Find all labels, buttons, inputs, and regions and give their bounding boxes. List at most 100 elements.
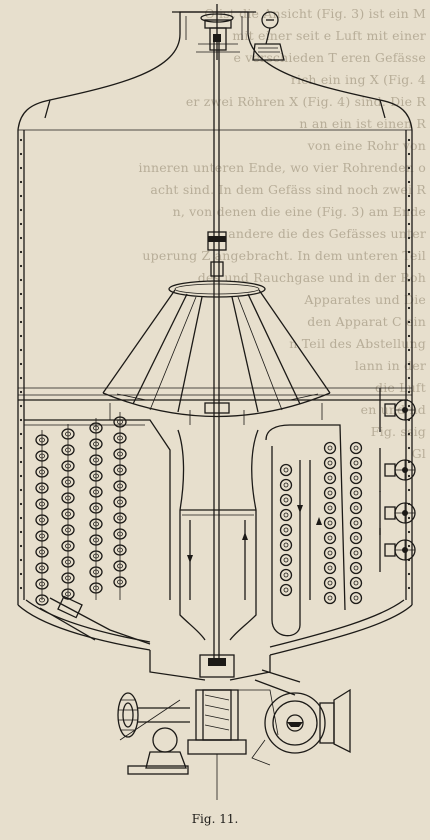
left-coil-bank: [24, 412, 171, 645]
bleed-text-line: uperung Z angebracht. In dem unteren Tei…: [142, 248, 426, 263]
bleed-text-line: Apparates und Die: [304, 292, 426, 307]
rivet: [19, 194, 23, 198]
coil-ring-inner: [39, 469, 45, 475]
coil-ring: [35, 594, 49, 606]
bleed-text-line: n Teil des Abstellung: [289, 336, 426, 351]
coil-ring-inner: [117, 563, 123, 569]
bleed-text-line: von eine Rohr von: [307, 138, 426, 153]
coil-ring-inner: [39, 437, 45, 443]
rivet: [407, 292, 411, 296]
coil-ring: [279, 463, 293, 477]
coil-ring-inner: [93, 505, 99, 511]
rivet: [407, 222, 411, 226]
rivet: [407, 572, 411, 576]
coil-ring: [113, 480, 127, 492]
coil-ring-inner: [65, 431, 71, 437]
coil-ring: [113, 528, 127, 540]
coil-ring-inner: [353, 595, 359, 601]
bleed-text-line: den Apparat C ein: [307, 314, 426, 329]
rivet: [19, 320, 23, 324]
coil-ring: [89, 454, 103, 466]
rivet: [19, 390, 23, 394]
rivet: [407, 166, 411, 170]
coil-ring-inner: [353, 445, 359, 451]
rivet: [407, 586, 411, 590]
rivet: [19, 362, 23, 366]
coil-ring: [89, 422, 103, 434]
coil-ring: [349, 501, 363, 515]
rivet: [19, 264, 23, 268]
rivet: [19, 292, 23, 296]
coil-ring-inner: [39, 597, 45, 603]
coil-ring-inner: [327, 505, 333, 511]
coil-ring: [35, 434, 49, 446]
coil-ring-inner: [93, 537, 99, 543]
rivet: [407, 530, 411, 534]
coil-ring-inner: [117, 467, 123, 473]
bleed-text-line: die Luft: [375, 380, 426, 395]
bleed-text-line: Gl: [411, 446, 426, 461]
coil-ring: [349, 471, 363, 485]
coil-ring-inner: [39, 485, 45, 491]
rivet: [19, 376, 23, 380]
bleed-text-line: n, von denen die eine (Fig. 3) am Ende: [172, 204, 426, 219]
bleed-text-line: des und Rauchgase und in der Roh: [197, 270, 426, 285]
bleed-text-line: O ist die Ansicht (Fig. 3) ist ein M: [204, 6, 426, 21]
rivet: [19, 460, 23, 464]
coil-ring-inner: [283, 572, 289, 578]
coil-ring: [279, 523, 293, 537]
coil-ring: [35, 530, 49, 542]
central-shaft: [207, 36, 227, 660]
rivet: [407, 544, 411, 548]
figure-caption: Fig. 11.: [191, 812, 239, 826]
coil-ring-inner: [65, 575, 71, 581]
rivet: [19, 530, 23, 534]
rivet: [407, 404, 411, 408]
coil-ring: [323, 501, 337, 515]
coil-ring-inner: [93, 489, 99, 495]
coil-ring: [35, 578, 49, 590]
coil-ring-inner: [65, 495, 71, 501]
coil-ring-inner: [93, 457, 99, 463]
rivet: [407, 152, 411, 156]
rivet: [407, 138, 411, 142]
valve-body: [384, 403, 396, 417]
coil-ring: [35, 466, 49, 478]
coil-ring-inner: [353, 580, 359, 586]
rivet: [19, 544, 23, 548]
coil-ring-inner: [117, 579, 123, 585]
coil-ring-inner: [353, 505, 359, 511]
coil-ring: [323, 531, 337, 545]
coil-ring-inner: [327, 580, 333, 586]
coil-ring: [279, 478, 293, 492]
coil-ring: [279, 568, 293, 582]
coil-ring: [61, 556, 75, 568]
coil-ring: [323, 561, 337, 575]
bleed-text-line: e verschieden T eren Gefässe: [233, 50, 426, 65]
coil-ring: [61, 444, 75, 456]
draft-tube: [177, 429, 259, 641]
coil-ring: [61, 476, 75, 488]
rivet: [19, 404, 23, 408]
coil-ring: [323, 591, 337, 605]
rivet: [19, 250, 23, 254]
rivet: [19, 572, 23, 576]
coil-ring: [349, 531, 363, 545]
coil-ring-inner: [65, 527, 71, 533]
coil-ring: [279, 583, 293, 597]
coil-ring: [35, 498, 49, 510]
coil-ring: [113, 496, 127, 508]
right-coil-bank: [265, 424, 363, 637]
bottom-right-pump: [225, 669, 351, 766]
coil-ring: [113, 448, 127, 460]
rivet: [19, 278, 23, 282]
rivet: [407, 446, 411, 450]
coil-ring-inner: [117, 547, 123, 553]
coil-ring: [349, 576, 363, 590]
shell-rivets: [19, 138, 411, 590]
coil-ring: [113, 512, 127, 524]
bleed-text-line: andere die des Gefässes unter: [228, 226, 426, 241]
rivet: [19, 348, 23, 352]
coil-ring-inner: [327, 460, 333, 466]
coil-ring-inner: [353, 550, 359, 556]
